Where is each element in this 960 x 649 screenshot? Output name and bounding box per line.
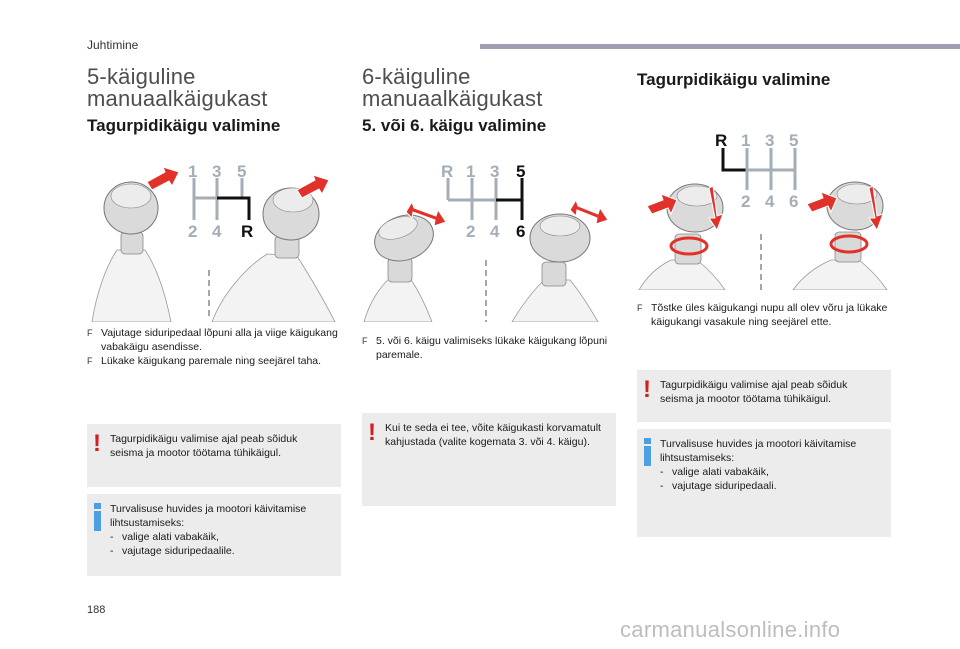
gear-knob-left: [638, 183, 762, 290]
gearshift-illustration-reverse: R 1 3 5 2 4 6: [637, 126, 891, 290]
gear-label: 4: [212, 222, 222, 241]
info-icon: [644, 438, 651, 466]
list-item: -vajutage siduripedaalile.: [110, 545, 235, 557]
gear-pattern-diagram: R 1 3 5 2 4 6: [441, 162, 525, 241]
gear-label-reverse: R: [715, 131, 727, 150]
gear-label: 6: [789, 192, 798, 211]
warning-text: Kui te seda ei tee, võite käigukasti kor…: [385, 422, 601, 448]
watermark: carmanualsonline.info: [620, 617, 841, 642]
gear-label: 2: [741, 192, 750, 211]
warning-text: Tagurpidikäigu valimise ajal peab sõiduk…: [110, 433, 298, 459]
warning-box: ! Tagurpidikäigu valimise ajal peab sõid…: [87, 424, 341, 487]
gear-label: R: [441, 162, 453, 181]
gear-label: 2: [188, 222, 197, 241]
gear-knob-right: [211, 187, 336, 322]
list-item: -valige alati vabakäik,: [660, 466, 769, 478]
gear-label: 1: [188, 162, 197, 181]
section-label: Juhtimine: [87, 38, 139, 52]
arrow-icon: [296, 174, 330, 199]
warning-box: ! Kui te seda ei tee, võite käigukasti k…: [362, 413, 616, 506]
gear-knob-left: [91, 181, 210, 322]
double-arrow-icon: [569, 198, 609, 225]
section-subtitle: Tagurpidikäigu valimine: [87, 116, 281, 135]
warning-box: ! Tagurpidikäigu valimise ajal peab sõid…: [637, 370, 891, 422]
page-number: 188: [87, 604, 106, 616]
arrow-icon: [806, 191, 838, 214]
gear-label: 2: [466, 222, 475, 241]
gear-pattern-diagram: 1 3 5 2 4 R: [188, 162, 253, 241]
gear-label: 1: [741, 131, 750, 150]
gear-pattern-diagram: R 1 3 5 2 4 6: [715, 131, 798, 211]
arrow-icon: [646, 193, 678, 216]
section-title: 6-käiguline manuaalkäigukast: [362, 64, 543, 111]
arrow-icon: [146, 166, 180, 191]
gear-label: 5: [789, 131, 798, 150]
arrow-icon: [868, 185, 884, 232]
gearshift-illustration-5speed: 1 3 5 2 4 R: [87, 150, 341, 322]
section-title: 5-käiguline manuaalkäigukast: [87, 64, 268, 111]
gear-knob-right: [511, 213, 599, 322]
gear-label: 6: [516, 222, 525, 241]
gear-label-reverse: R: [241, 222, 253, 241]
gear-label: 5: [516, 162, 525, 181]
section-subtitle: Tagurpidikäigu valimine: [637, 70, 831, 89]
info-box: Turvalisuse huvides ja mootori käivitami…: [637, 429, 891, 537]
info-text: Turvalisuse huvides ja mootori käivitami…: [660, 438, 857, 464]
gear-label: 3: [490, 162, 499, 181]
gear-knob-left: [363, 214, 487, 322]
warning-icon: !: [368, 419, 376, 446]
list-item: -valige alati vabakäik,: [110, 531, 219, 543]
gear-label: 4: [490, 222, 500, 241]
gear-label: 5: [237, 162, 246, 181]
warning-icon: !: [643, 376, 651, 403]
column-6-speed-5-6: 6-käiguline manuaalkäigukast 5. või 6. k…: [362, 66, 616, 136]
info-text: Turvalisuse huvides ja mootori käivitami…: [110, 503, 307, 529]
arrow-icon: [708, 185, 724, 232]
gear-label: 1: [466, 162, 475, 181]
column-5-speed-reverse: 5-käiguline manuaalkäigukast Tagurpidikä…: [87, 66, 341, 136]
warning-icon: !: [93, 430, 101, 457]
warning-text: Tagurpidikäigu valimise ajal peab sõiduk…: [660, 379, 848, 405]
info-icon: [94, 503, 101, 531]
gear-label: 3: [212, 162, 221, 181]
list-item: -vajutage siduripedaali.: [660, 480, 777, 492]
section-subtitle: 5. või 6. käigu valimine: [362, 116, 547, 135]
gear-label: 3: [765, 131, 774, 150]
info-box: Turvalisuse huvides ja mootori käivitami…: [87, 494, 341, 576]
double-arrow-icon: [405, 200, 447, 227]
gearshift-illustration-6speed: R 1 3 5 2 4 6: [362, 150, 616, 322]
column-6-speed-reverse: Tagurpidikäigu valimine: [637, 68, 891, 90]
header-accent-bar: [480, 44, 960, 49]
gear-label: 4: [765, 192, 775, 211]
